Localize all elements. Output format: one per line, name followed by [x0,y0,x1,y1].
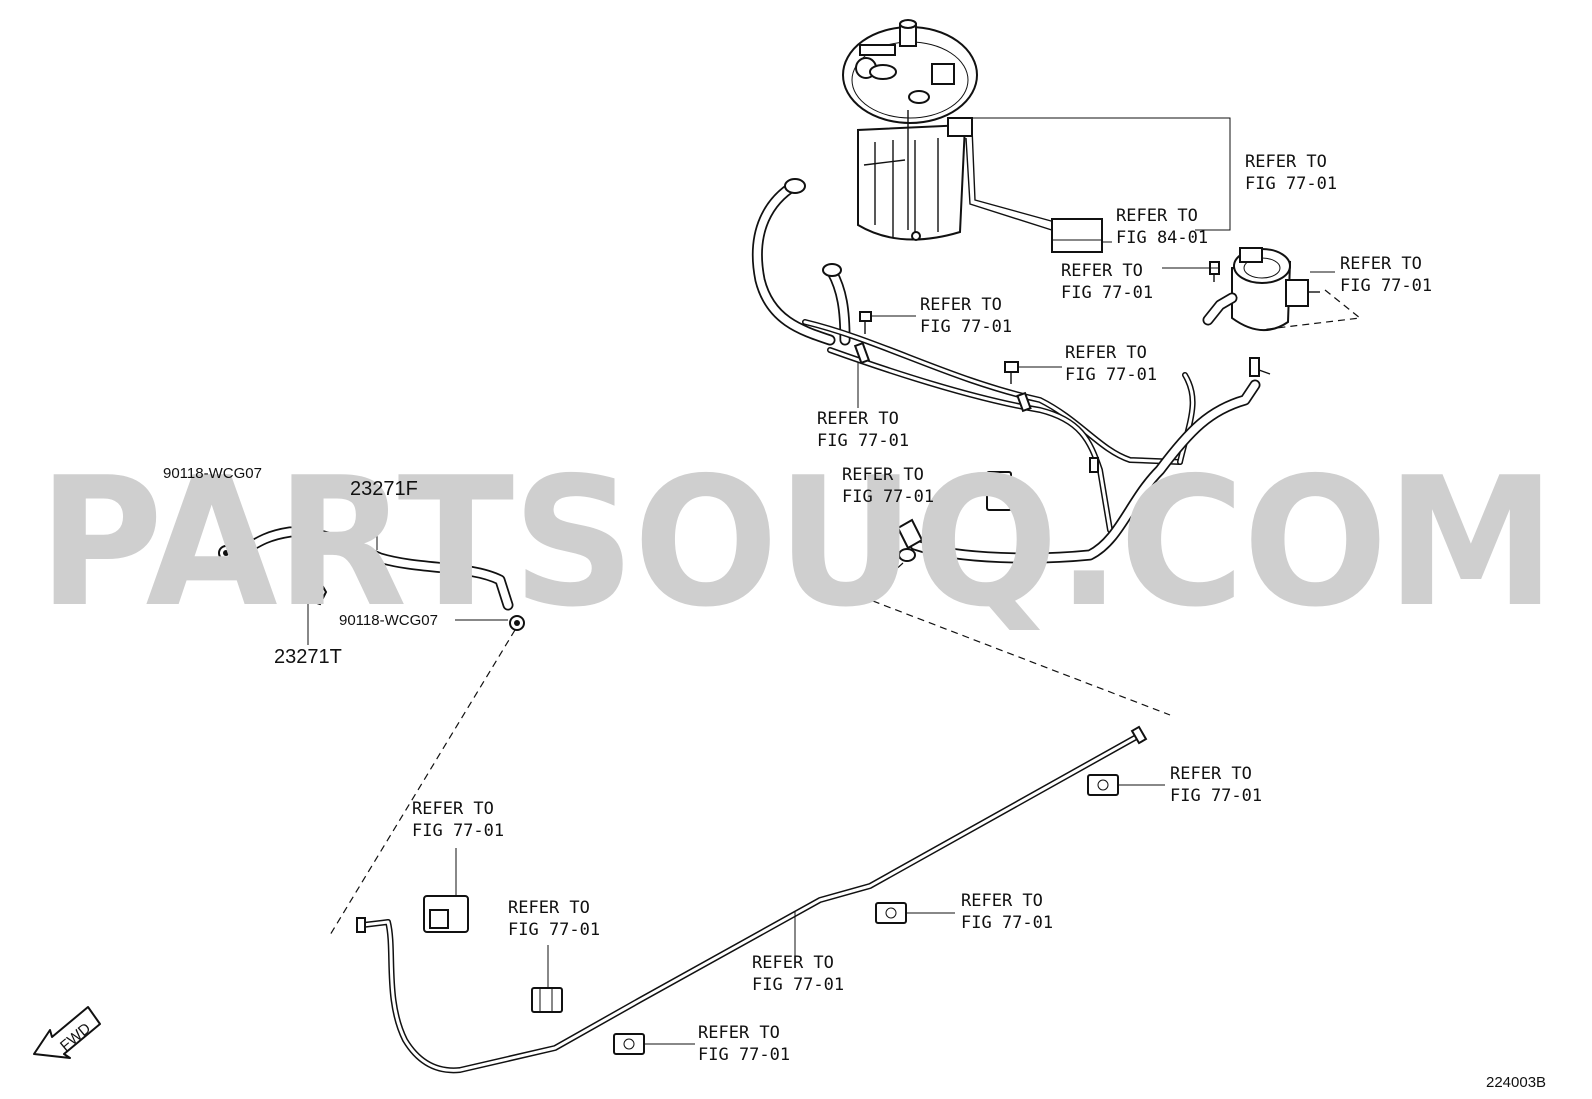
callout-line2: FIG 77-01 [1245,174,1337,194]
leader-lines [225,117,1335,1045]
callout-line1: REFER TO [412,799,494,819]
callout-line1: REFER TO [842,465,924,485]
lower-fuel-pipe[interactable] [356,725,1148,1074]
callout-clamp-e[interactable]: REFER TO FIG 77-01 [1170,764,1262,806]
callout-clamp-a[interactable]: REFER TO FIG 77-01 [412,799,504,841]
bolt-middle[interactable] [1004,361,1019,384]
pipe-clamp-b[interactable] [531,987,563,1013]
part-number-hose: 23271F [350,478,418,500]
part-number-clip-upper: 90118-WCG07 [163,465,262,482]
pipe-dash-line [863,562,1171,716]
bolt-canister[interactable] [1209,261,1220,282]
callout-line1: REFER TO [698,1023,780,1043]
watermark: PARTSOUQ.COM [38,439,1554,646]
callout-line1: REFER TO [1245,152,1327,172]
callout-line1: REFER TO [1340,254,1422,274]
callout-line2: FIG 77-01 [842,487,934,507]
callout-line2: FIG 77-01 [752,975,844,995]
callout-pump-upper[interactable]: REFER TO FIG 77-01 [1245,152,1337,194]
callout-bolt-middle[interactable]: REFER TO FIG 77-01 [1065,343,1157,385]
callout-line1: REFER TO [1170,764,1252,784]
callout-line2: FIG 77-01 [920,317,1012,337]
callout-line1: REFER TO [920,295,1002,315]
callout-line1: REFER TO [1116,206,1198,226]
pipe-clamp-c[interactable] [613,1033,645,1055]
callout-retainer[interactable]: REFER TO FIG 77-01 [842,465,934,507]
fuel-sender-unit[interactable] [1051,218,1103,253]
vent-hose-23271f[interactable] [234,526,514,611]
fuel-tube-bundle[interactable] [751,178,1271,564]
callout-line2: FIG 77-01 [1340,276,1432,296]
callout-line1: REFER TO [1061,261,1143,281]
pipe-clamp-e[interactable] [1087,774,1119,796]
bolt-upper[interactable] [859,311,872,334]
callout-clamp-d[interactable]: REFER TO FIG 77-01 [961,891,1053,933]
hose-dash-line [329,629,516,936]
callout-line2: FIG 77-01 [817,431,909,451]
callout-line2: FIG 77-01 [1065,365,1157,385]
hose-clamp-23271t[interactable] [303,576,328,606]
charcoal-canister[interactable] [1202,247,1320,332]
callout-line2: FIG 77-01 [961,913,1053,933]
callout-clamp-c[interactable]: REFER TO FIG 77-01 [698,1023,790,1065]
callout-line2: FIG 77-01 [1170,786,1262,806]
pipe-clamp-d[interactable] [875,902,907,924]
callout-line1: REFER TO [508,898,590,918]
figure-code: 224003B [1486,1074,1546,1091]
callout-line2: FIG 77-01 [698,1045,790,1065]
callout-clamp-b[interactable]: REFER TO FIG 77-01 [508,898,600,940]
callout-lower-pipe[interactable]: REFER TO FIG 77-01 [752,953,844,995]
hose-clip-lower[interactable] [509,615,525,631]
pipe-clamp-a[interactable] [423,895,469,933]
fwd-arrow-icon: FWD [33,1006,101,1059]
part-number-clamp: 23271T [274,646,342,668]
callout-line2: FIG 77-01 [412,821,504,841]
callout-line1: REFER TO [752,953,834,973]
callout-canister-bolt[interactable]: REFER TO FIG 77-01 [1061,261,1153,303]
callout-bolt-upper[interactable]: REFER TO FIG 77-01 [920,295,1012,337]
callout-canister[interactable]: REFER TO FIG 77-01 [1340,254,1432,296]
callout-line2: FIG 77-01 [508,920,600,940]
callout-line1: REFER TO [817,409,899,429]
callout-line1: REFER TO [1065,343,1147,363]
canister-dash-line [1259,289,1362,331]
part-number-clip-lower: 90118-WCG07 [339,612,438,629]
fuel-pump-assembly[interactable] [842,19,1063,241]
callout-sender[interactable]: REFER TO FIG 84-01 [1116,206,1208,248]
callout-line2: FIG 77-01 [1061,283,1153,303]
callout-line2: FIG 84-01 [1116,228,1208,248]
callout-line1: REFER TO [961,891,1043,911]
callout-bundle-clamp[interactable]: REFER TO FIG 77-01 [817,409,909,451]
